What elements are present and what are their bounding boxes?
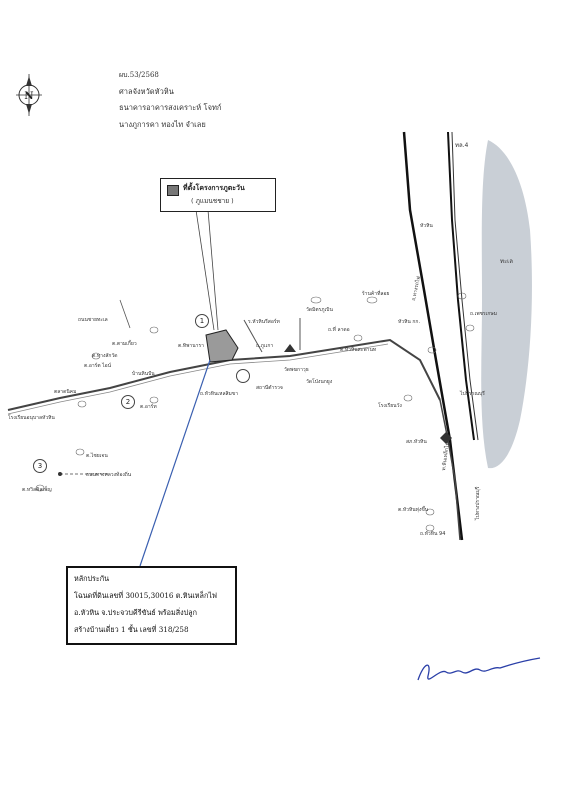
label-shop4: ต.อาร์ต ไอน์ bbox=[84, 363, 112, 369]
label-dashed-note: ถนนทางหลวงท้องถิ่น bbox=[86, 472, 132, 478]
label-left-road: ถนนชายทะเล bbox=[78, 317, 108, 323]
sea-area bbox=[481, 140, 532, 469]
label-left-mid: ต.ไชยเจน bbox=[86, 453, 108, 459]
label-right-bottom: ไปทางปราณบุรี bbox=[475, 486, 481, 520]
label-village: บ้านหินปัน bbox=[132, 371, 155, 377]
document-number: ผบ.53/2568 bbox=[119, 71, 159, 79]
label-rail-top: ทล.4 bbox=[455, 142, 469, 149]
project-site bbox=[205, 329, 239, 363]
plaintiff-name: ธนาคารอาคารสงเคราะห์ โจทก์ bbox=[119, 103, 222, 112]
label-temp1: วัดโป่งนกยูง bbox=[306, 379, 333, 385]
label-shop1: ต.ทิพานารา bbox=[178, 343, 204, 349]
label-shop2: ต.ตามเกี้ยว bbox=[112, 341, 137, 347]
label-bottom1: ต.หัวหินทุ่งขึ้น bbox=[398, 507, 429, 513]
label-market: ร้านค้าที่ลอย bbox=[362, 291, 390, 297]
label-rest2: ถ.ภูเเกา bbox=[256, 343, 274, 349]
label-palace-rd: ถ.ที่ ลาดอ bbox=[328, 327, 350, 333]
label-temple: วัดพฆกาวุธ bbox=[284, 367, 309, 373]
label-west: ตลาดนิคม bbox=[54, 389, 77, 395]
signature bbox=[417, 657, 541, 681]
label-wat-top: วัดมิตรภูเบิน bbox=[306, 307, 333, 313]
compass-icon: N bbox=[16, 74, 42, 116]
marker-circle-mid bbox=[236, 369, 250, 383]
label-road-bottom: ถ.หัวหิน 94 bbox=[420, 531, 446, 537]
label-school-right: โรงเรียนวัง bbox=[378, 403, 402, 409]
label-station: สถานีตำรวจ bbox=[256, 385, 283, 391]
marker-3: 3 bbox=[33, 459, 47, 473]
label-sea: ทะเล bbox=[500, 258, 513, 265]
marker-1: 1 bbox=[195, 314, 209, 328]
label-road-hwy: ต.หัวหินสะพานท bbox=[340, 347, 377, 353]
collateral-box: หลักประกัน โฉนดที่ดินเลขที่ 30015,30016 … bbox=[66, 566, 237, 645]
label-far-right: ไปปราณบุรี bbox=[460, 391, 485, 397]
court-name: ศาลจังหวัดหัวหิน bbox=[119, 87, 174, 96]
legend-subtitle: ( ภูแมนชชาย ) bbox=[191, 197, 234, 205]
label-km4: หัวหิน กก. bbox=[398, 319, 421, 325]
label-left-school: โรงเรียนอนุบาลหัวหิน bbox=[8, 415, 55, 421]
label-town: หัวหิน bbox=[420, 223, 433, 229]
collateral-line2: อ.หัวหิน จ.ประจวบคีรีขันธ์ พร้อมสิ่งปลูก bbox=[74, 608, 197, 617]
collateral-title: หลักประกัน bbox=[74, 574, 110, 583]
defendant-name: นางภูการคา ทองไท จำเลย bbox=[119, 120, 206, 129]
main-road bbox=[7, 338, 441, 411]
legend-title: ที่ตั้งโครงการภูตะวัน bbox=[183, 184, 245, 192]
collateral-line1: โฉนดที่ดินเลขที่ 30015,30016 ต.หินเหล็กไ… bbox=[74, 591, 218, 600]
legend-swatch bbox=[167, 185, 179, 196]
legend-box: ที่ตั้งโครงการภูตะวัน ( ภูแมนชชาย ) bbox=[160, 178, 276, 212]
marker-2: 2 bbox=[121, 395, 135, 409]
label-road-mid: ถ.หัวหินเหลสิมขา bbox=[200, 391, 239, 397]
label-left3: ต.หวิลคิลเพ็ญ bbox=[22, 487, 52, 493]
label-right-road: ถ.เพชรเกษม bbox=[470, 311, 498, 317]
label-shop3: ต.ทางสักวัด bbox=[92, 353, 118, 359]
railway-line bbox=[402, 131, 464, 541]
label-rest1: ร.หัวหินรีสอร์ท bbox=[248, 319, 280, 325]
label-police: สภ.หัวหิน bbox=[406, 439, 427, 445]
svg-text:N: N bbox=[24, 91, 33, 102]
label-shop5: ต.อาร์ท bbox=[140, 404, 157, 410]
collateral-pointer bbox=[139, 359, 211, 567]
collateral-line3: สร้างบ้านเดี่ยว 1 ชั้น เลขที่ 318/258 bbox=[74, 625, 189, 634]
